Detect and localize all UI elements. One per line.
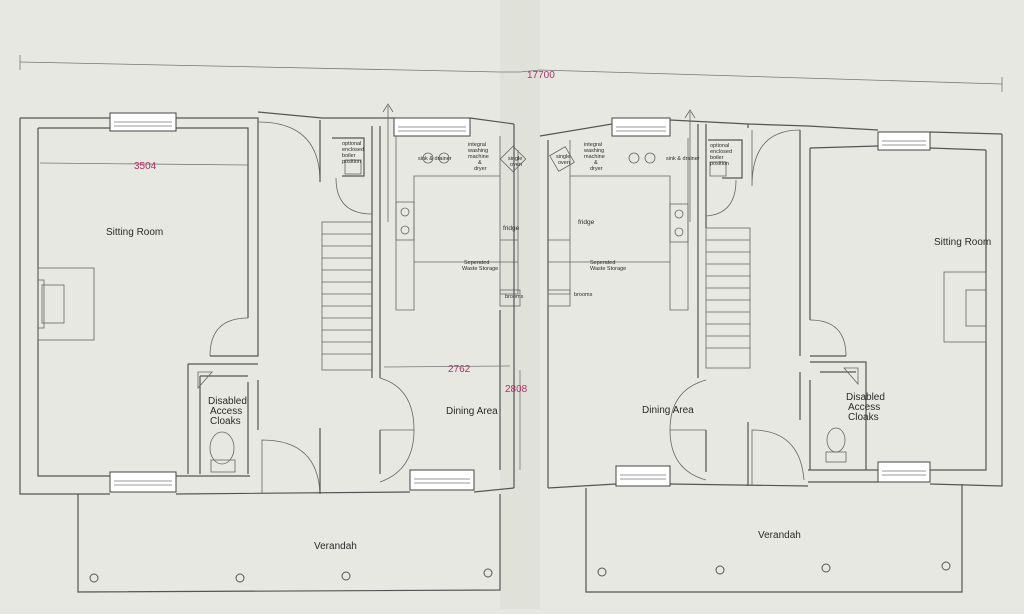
sitting-room-label-left: Sitting Room: [106, 227, 163, 238]
oven-label-right-2: oven: [558, 160, 570, 166]
fridge-label-right: fridge: [578, 219, 595, 226]
overall-dimension: 17700: [19, 55, 1003, 92]
verandah-right-outline: [585, 484, 963, 593]
boiler-note-left-4: position: [342, 159, 361, 165]
boiler-note-left: optional: [342, 141, 361, 147]
window-sitting-front-right: [877, 461, 931, 483]
sitting-room-label-right: Sitting Room: [934, 237, 991, 248]
cloaks-label-left-2: Access: [210, 406, 242, 417]
sink-bowl-left: [422, 152, 434, 164]
washer-label-left-5: dryer: [474, 166, 487, 172]
oven-label-left-2: oven: [510, 162, 522, 168]
washer-label-left-4: &: [478, 160, 482, 166]
window-dining-front-right: [615, 465, 671, 487]
boiler-note-right-4: position: [710, 161, 729, 167]
boiler-note-right-2: enclosed: [710, 149, 732, 155]
cloaks-label-left-1: Disabled: [208, 396, 247, 407]
washer-label-right-5: dryer: [590, 166, 603, 172]
sitting-room-width-label: 3504: [134, 161, 157, 172]
waste-label-right-1: Seperated: [590, 260, 615, 266]
cloaks-label-right-1: Disabled: [846, 392, 885, 403]
dining-depth-label: 2808: [505, 384, 528, 395]
sink-label-left: sink & drainer: [418, 156, 452, 162]
overall-dimension-label: 17700: [527, 70, 555, 81]
fridge-label-left: fridge: [503, 225, 520, 232]
waste-label-right-2: Waste Storage: [590, 266, 626, 272]
washer-label-right-3: machine: [584, 154, 605, 160]
dining-label-right: Dining Area: [642, 405, 694, 416]
sink-label-right: sink & drainer: [666, 156, 700, 162]
dining-width-label: 2762: [448, 364, 471, 375]
washer-label-right-2: washing: [583, 148, 604, 154]
staircase-right: [705, 227, 751, 369]
cloaks-label-right-2: Access: [848, 402, 880, 413]
verandah-label-right: Verandah: [758, 530, 801, 541]
window-sitting-room-front: [109, 471, 177, 493]
right-unit: optional enclosed boiler position sink &…: [539, 109, 1003, 593]
boiler-note-left-3: boiler: [342, 153, 356, 159]
washer-label-left-2: washing: [467, 148, 488, 154]
verandah-left-outline: [77, 494, 501, 593]
washer-left: [499, 145, 527, 173]
toilet-left: [209, 431, 235, 465]
boiler-note-right: optional: [710, 143, 729, 149]
boiler-note-left-2: enclosed: [342, 147, 364, 153]
waste-label-left-1: Seperated: [464, 260, 489, 266]
cloaks-label-right-3: Cloaks: [848, 412, 879, 423]
hob-right: [669, 203, 689, 243]
oven-label-left-1: single: [508, 156, 522, 162]
washer-right: [549, 146, 575, 172]
oven-label-right-1: single: [556, 154, 570, 160]
washer-label-left-3: machine: [468, 154, 489, 160]
cloaks-label-left-3: Cloaks: [210, 416, 241, 427]
hob-left: [395, 201, 415, 241]
washer-label-right-4: &: [594, 160, 598, 166]
sink-bowl-right: [628, 152, 640, 164]
dining-label-left: Dining Area: [446, 406, 498, 417]
left-unit: 3504: [19, 103, 528, 593]
washer-label-left-1: integral: [468, 142, 486, 148]
corner-basin-left: [197, 371, 213, 390]
waste-label-left-2: Waste Storage: [462, 266, 498, 272]
verandah-label-left: Verandah: [314, 541, 357, 552]
boiler-note-right-3: boiler: [710, 155, 724, 161]
washer-label-right-1: integral: [584, 142, 602, 148]
window-dining-front: [409, 469, 475, 491]
brooms-label-right: brooms: [574, 292, 593, 298]
corner-basin-right: [843, 367, 859, 386]
